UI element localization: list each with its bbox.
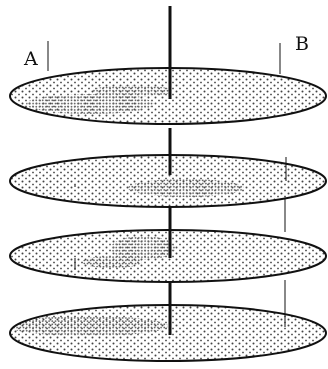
- disc-3-outline: [9, 229, 327, 283]
- disc-4-outline: [9, 304, 327, 362]
- dense-region: [10, 316, 168, 336]
- disc-1-outline: [9, 67, 327, 125]
- disc-3-dots: [10, 230, 326, 282]
- disc-2-dense-patch: [128, 179, 244, 197]
- dense-region: [92, 85, 172, 97]
- disc-4-dense-patch: [10, 316, 168, 336]
- diagram-layer: [9, 6, 327, 362]
- dense-region: [26, 94, 154, 114]
- disc-2-outline: [9, 154, 327, 208]
- label-a: A: [24, 48, 38, 70]
- disc-1-dense-patch: [26, 85, 172, 114]
- label-b: B: [295, 33, 309, 55]
- dense-region: [82, 256, 142, 268]
- dense-region: [128, 179, 244, 197]
- disc-3-dense-patch: [82, 236, 175, 268]
- dense-region: [111, 236, 175, 260]
